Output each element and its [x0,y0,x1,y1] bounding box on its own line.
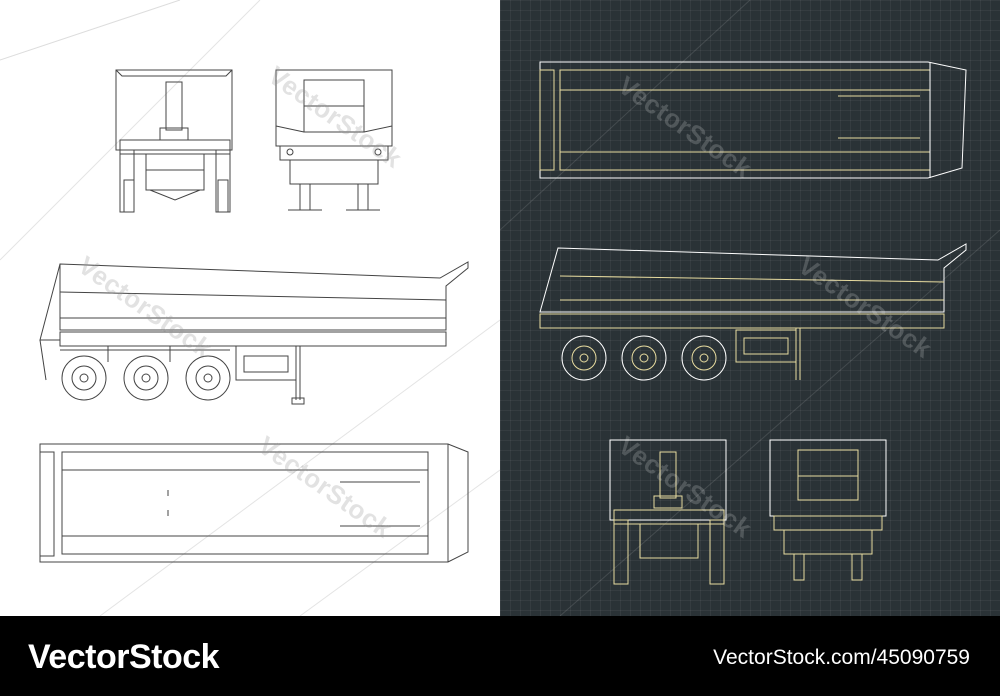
front-view-drawing [275,69,393,211]
side-view-drawing-dark [539,243,967,381]
rear-view-drawing [115,69,233,213]
light-blueprint-panel: VectorStock VectorStock VectorStock [0,0,500,616]
dark-blueprint-panel: VectorStock VectorStock VectorStock [500,0,1000,616]
light-drawings [0,0,500,616]
brand-logo: VectorStock [28,638,220,676]
front-view-drawing-dark [769,439,887,581]
side-view-drawing [39,261,469,405]
top-view-drawing-dark [539,61,967,179]
blueprint-grid [500,0,1000,616]
footer-bar: VectorStock VectorStock.com/45090759 [0,616,1000,696]
rear-view-drawing-dark [609,439,727,585]
top-view-drawing [39,443,469,563]
image-credit: VectorStock.com/45090759 [713,646,970,669]
dark-drawings [500,0,1000,616]
